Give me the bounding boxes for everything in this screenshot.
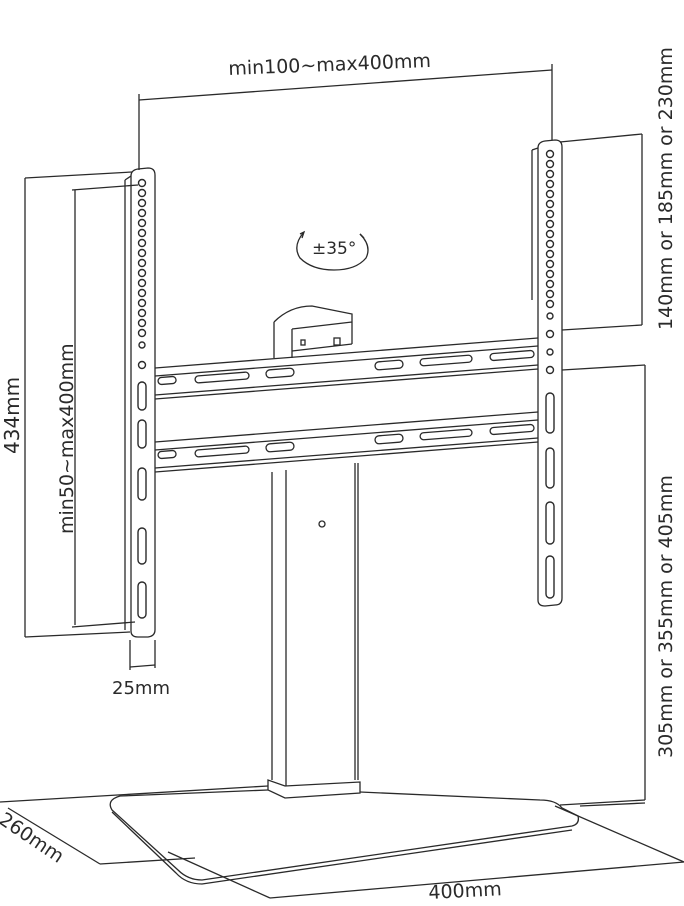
vesa-height-label: min50~max400mm <box>56 343 78 534</box>
base-width-dimension-line <box>167 802 684 899</box>
right-rail-holes <box>545 149 555 599</box>
height-adjust-dimension-line <box>559 364 646 806</box>
bracket-height-label: 434mm <box>0 376 24 454</box>
base-width-label: 400mm <box>427 878 503 904</box>
base-depth-dimension-line <box>0 785 269 865</box>
tilt-angle-label: ±35° <box>312 239 357 259</box>
vesa-height-dimension-line <box>71 184 139 628</box>
upper-horizontal-arm <box>154 337 539 400</box>
left-vertical-rail <box>124 167 156 638</box>
top-mount-cap <box>273 305 353 358</box>
vesa-width-dimension-line <box>138 64 553 170</box>
height-adjust-label: 305mm or 355mm or 405mm <box>655 475 677 758</box>
left-rail-holes <box>137 178 147 619</box>
right-vertical-rail <box>531 139 563 607</box>
bracket-depth-dimension-line <box>129 640 156 670</box>
vesa-offset-dimension-line <box>559 133 643 331</box>
bracket-depth-label: 25mm <box>112 678 170 699</box>
tilt-arrow-icon <box>296 230 369 271</box>
bracket-height-dimension-line <box>24 171 133 638</box>
vesa-offset-label: 140mm or 185mm or 230mm <box>655 47 677 330</box>
lower-horizontal-arm <box>154 411 539 473</box>
base-plate <box>109 789 580 885</box>
stand-column <box>267 463 361 799</box>
